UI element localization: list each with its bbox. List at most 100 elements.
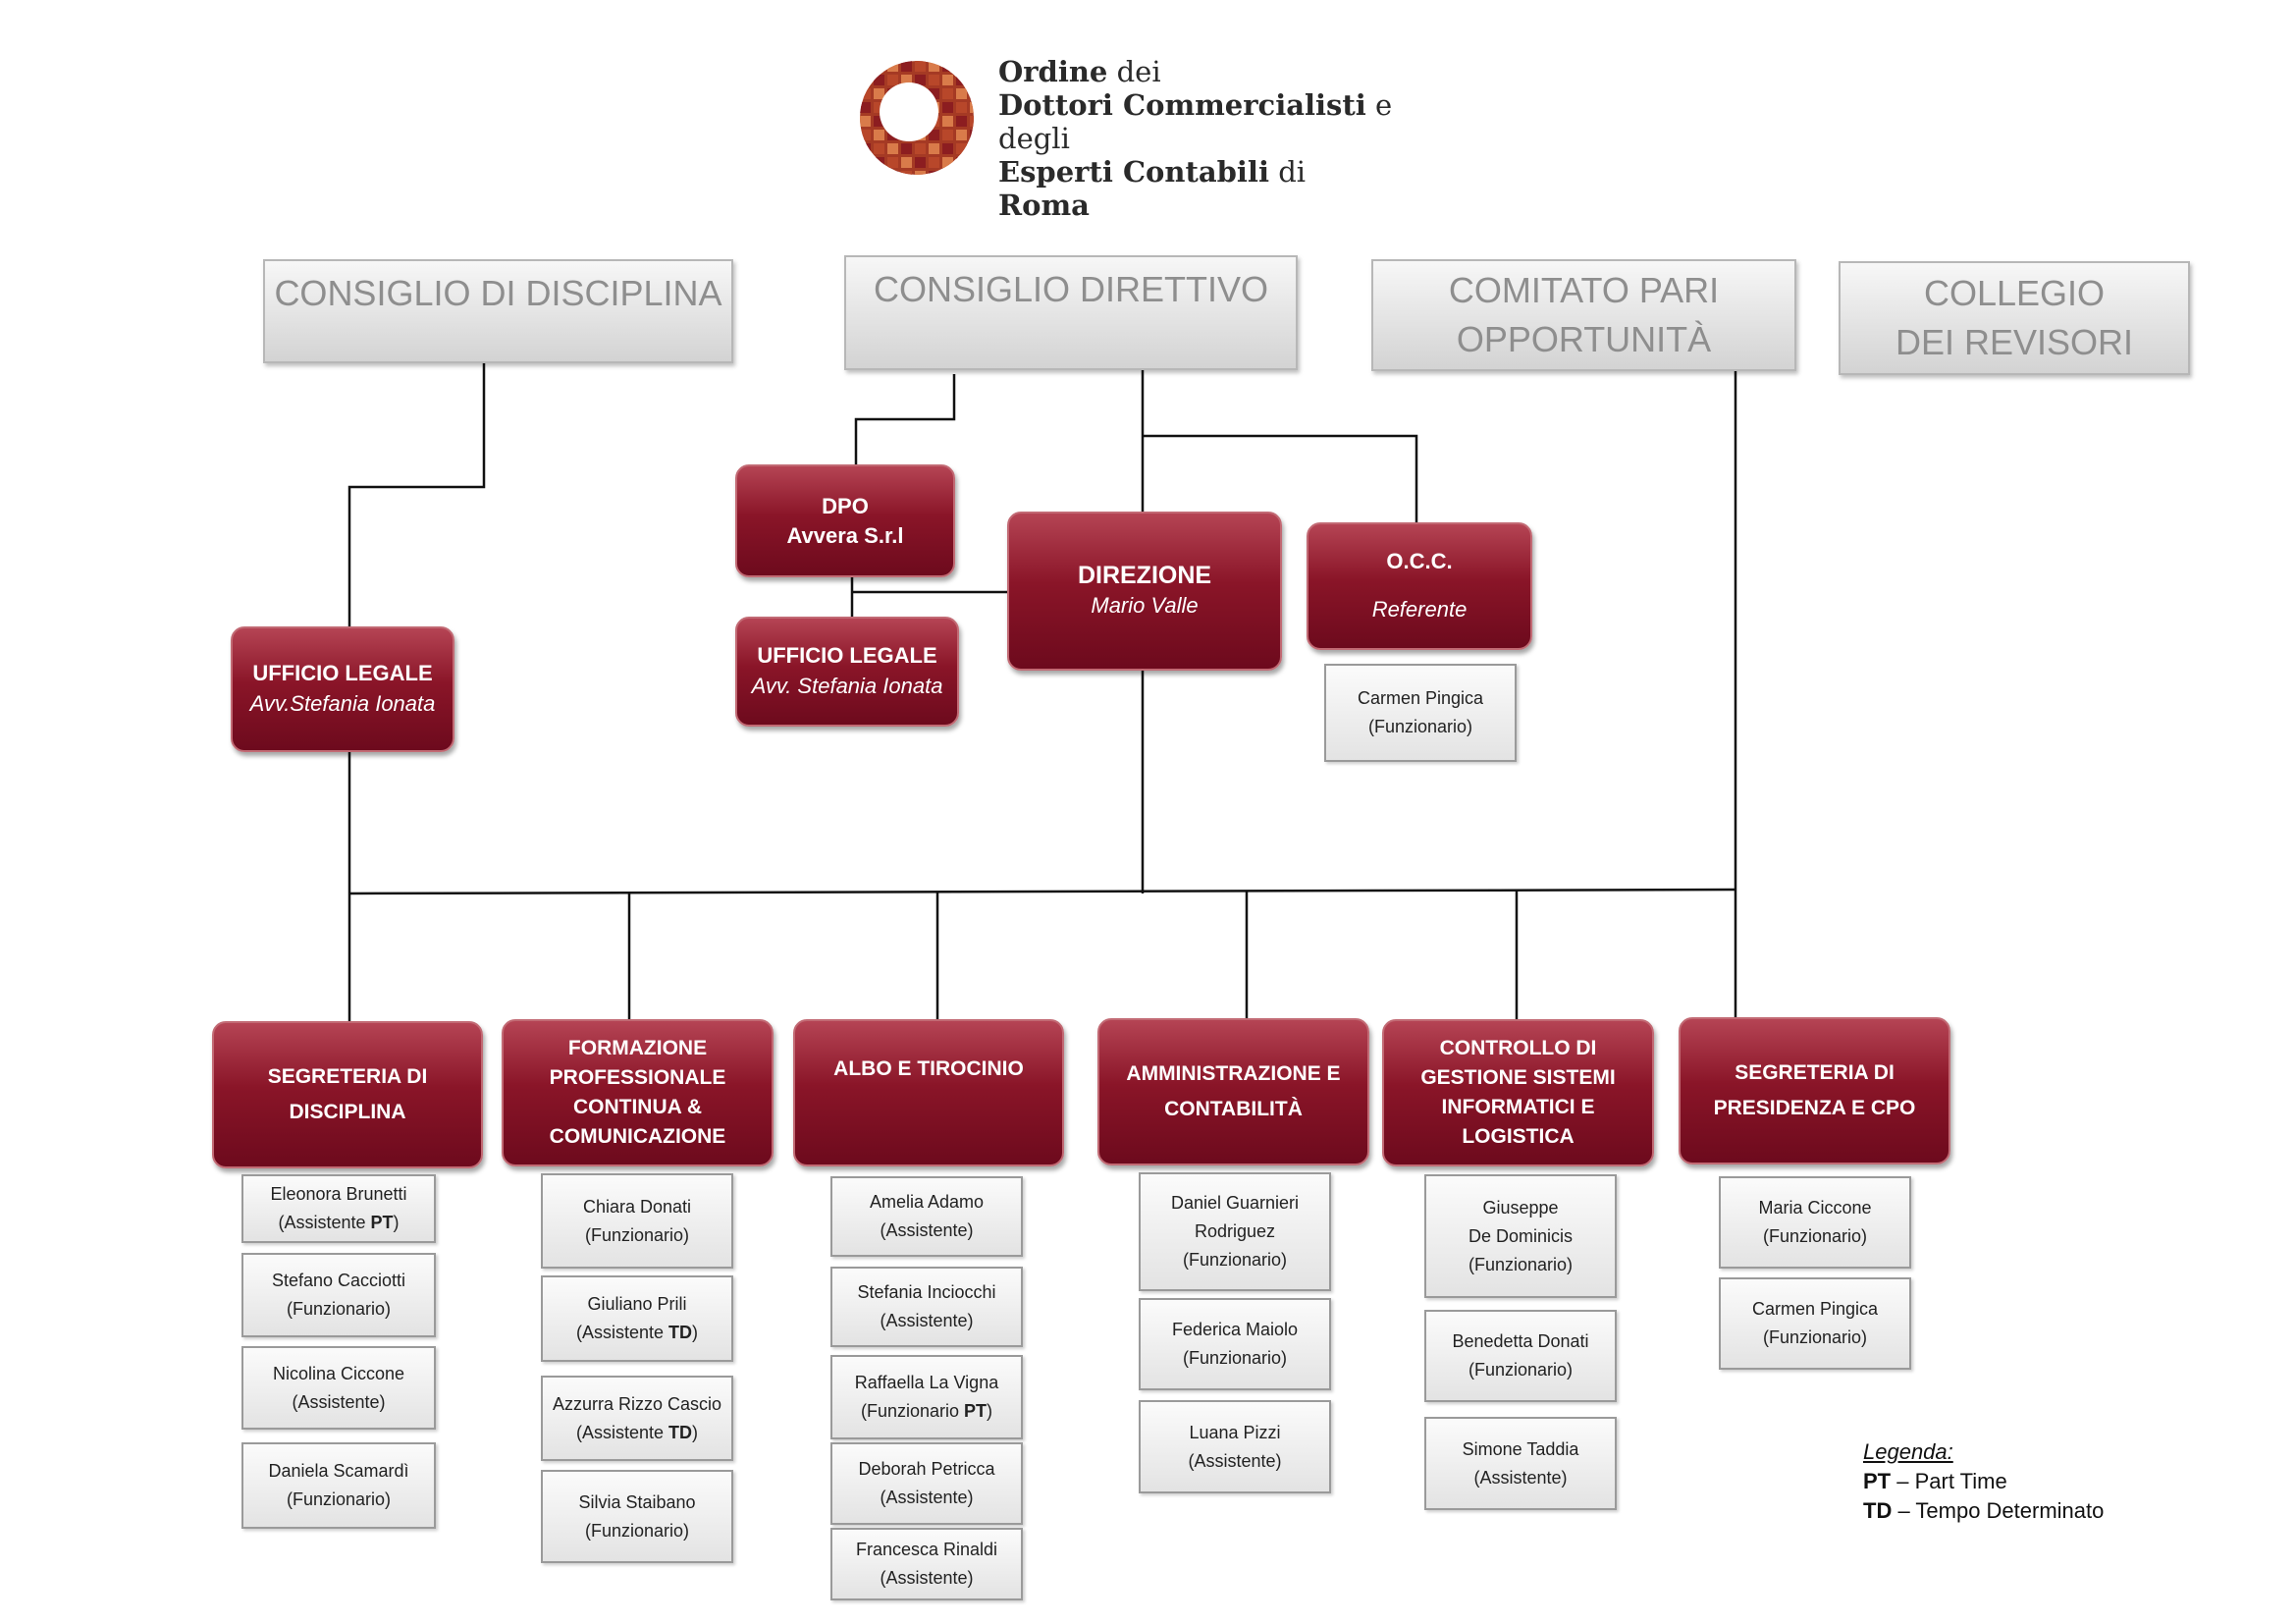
department-title-line: FORMAZIONE: [567, 1037, 708, 1059]
staff-card: Maria Ciccone(Funzionario): [1719, 1176, 1911, 1269]
logo-tile: [929, 157, 939, 168]
staff-contract-badge: PT: [370, 1213, 394, 1232]
department-title-line: DISCIPLINA: [289, 1101, 406, 1123]
box-label-line: COMITATO PARI: [1448, 270, 1720, 310]
staff-card: Daniela Scamardì(Funzionario): [241, 1442, 436, 1529]
staff-role: (Assistente): [880, 1568, 974, 1588]
unit-occ: O.C.C. Referente: [1307, 522, 1532, 650]
logo-tile: [942, 61, 953, 72]
logo-tile: [929, 171, 939, 175]
unit-ufficio-legale-left: UFFICIO LEGALE Avv.Stefania Ionata: [231, 626, 454, 752]
logo-tile: [970, 171, 974, 175]
logo-tile: [887, 61, 898, 72]
logo-tile: [915, 143, 926, 154]
staff-role: (Funzionario): [1762, 1327, 1868, 1347]
logo-tile: [970, 130, 974, 140]
staff-card: Deborah Petricca(Assistente): [830, 1442, 1023, 1525]
logo-tile: [929, 130, 939, 140]
line-direttivo-dpo: [854, 374, 956, 464]
logo-tile: [874, 75, 884, 85]
staff-name: Federica Maiolo: [1171, 1320, 1299, 1339]
unit-ufficio-legale-center: UFFICIO LEGALE Avv. Stefania Ionata: [735, 617, 959, 727]
logo-tile: [956, 102, 967, 113]
staff-card: Amelia Adamo(Assistente): [830, 1176, 1023, 1257]
staff-role: (Funzionario): [286, 1489, 392, 1509]
staff-name-line2: De Dominicis: [1468, 1225, 1574, 1246]
department-title-line: CONTROLLO DI: [1439, 1037, 1597, 1059]
logo-tile: [970, 143, 974, 154]
staff-card: Luana Pizzi(Assistente): [1139, 1400, 1331, 1493]
staff-role: (Funzionario): [1182, 1250, 1288, 1270]
logo-tile: [901, 157, 912, 168]
staff-role: (Assistente): [292, 1391, 386, 1412]
logo-tile: [956, 171, 967, 175]
staff-name: Carmen Pingica: [1751, 1299, 1879, 1319]
staff-name: Azzurra Rizzo Cascio: [552, 1393, 722, 1414]
staff-card: Benedetta Donati(Funzionario): [1424, 1310, 1617, 1402]
line-direttivo-occ: [1143, 434, 1418, 522]
logo-tile: [901, 75, 912, 85]
staff-name: Luana Pizzi: [1189, 1422, 1281, 1442]
department-title-line: SEGRETERIA DI: [1735, 1061, 1895, 1084]
box-label-line: OPPORTUNITÀ: [1456, 319, 1712, 359]
logo-tile: [970, 61, 974, 72]
staff-contract-badge: PT: [964, 1401, 988, 1421]
staff-role-prefix: (Assistente: [575, 1422, 669, 1442]
department-box: ALBO E TIROCINIO: [793, 1019, 1064, 1166]
logo-tile: [929, 75, 939, 85]
dpo-title: DPO: [822, 493, 869, 518]
logo-tile: [860, 171, 871, 175]
staff-role: (Funzionario): [1468, 1254, 1574, 1274]
staff-name: Francesca Rinaldi: [855, 1540, 998, 1559]
staff-role-prefix: (Assistente: [278, 1213, 371, 1232]
legend-title: Legenda:: [1863, 1439, 1953, 1464]
logo-tile: [860, 75, 871, 85]
staff-role: (Assistente): [880, 1488, 974, 1507]
logo-tile: [942, 130, 953, 140]
logo-tile: [860, 88, 871, 99]
logo-tile: [887, 143, 898, 154]
logo-tile: [915, 75, 926, 85]
logo-tile: [942, 143, 953, 154]
ufficio-legale-center-head: Avv. Stefania Ionata: [751, 674, 943, 698]
logo-tile: [929, 88, 939, 99]
logo-tile: [901, 61, 912, 72]
box-consiglio-direttivo: CONSIGLIO DIRETTIVO: [844, 255, 1298, 370]
box-label-line: CONSIGLIO DIRETTIVO: [873, 269, 1269, 309]
department-title-line: COMUNICAZIONE: [549, 1125, 726, 1148]
staff-name: Silvia Staibano: [578, 1491, 696, 1512]
line-disciplina-ufficio: [347, 363, 486, 626]
logo-tile: [860, 143, 871, 154]
staff-name: Daniel Guarnieri: [1170, 1193, 1300, 1213]
logo-tile: [887, 75, 898, 85]
department-title-line: CONTABILITÀ: [1164, 1098, 1303, 1120]
logo-tile: [956, 61, 967, 72]
logo-tile: [929, 61, 939, 72]
staff-name: Carmen Pingica: [1357, 688, 1484, 708]
logo-tile: [915, 61, 926, 72]
logo-tile: [860, 61, 871, 72]
staff-card: Simone Taddia(Assistente): [1424, 1417, 1617, 1510]
logo-tile: [956, 75, 967, 85]
logo-tile: [887, 171, 898, 175]
department-title-line: CONTINUA &: [572, 1096, 703, 1118]
logo-tile: [942, 116, 953, 127]
logo-wordmark: Ordine dei Dottori Commercialisti e degl…: [998, 55, 1393, 222]
staff-role-suffix: ): [692, 1422, 699, 1442]
globe-logo-icon: [860, 61, 974, 175]
direzione-title: DIREZIONE: [1077, 562, 1212, 589]
logo-tile: [874, 61, 884, 72]
logo-tile: [860, 116, 871, 127]
box-label-line: CONSIGLIO DI DISCIPLINA: [274, 273, 722, 313]
logo-tile: [901, 143, 912, 154]
logo-tile: [942, 102, 953, 113]
logo-tile: [874, 130, 884, 140]
staff-contract-badge: TD: [668, 1323, 693, 1342]
logo-tile: [860, 157, 871, 168]
staff-card: Raffaella La Vigna(Funzionario PT): [830, 1355, 1023, 1439]
